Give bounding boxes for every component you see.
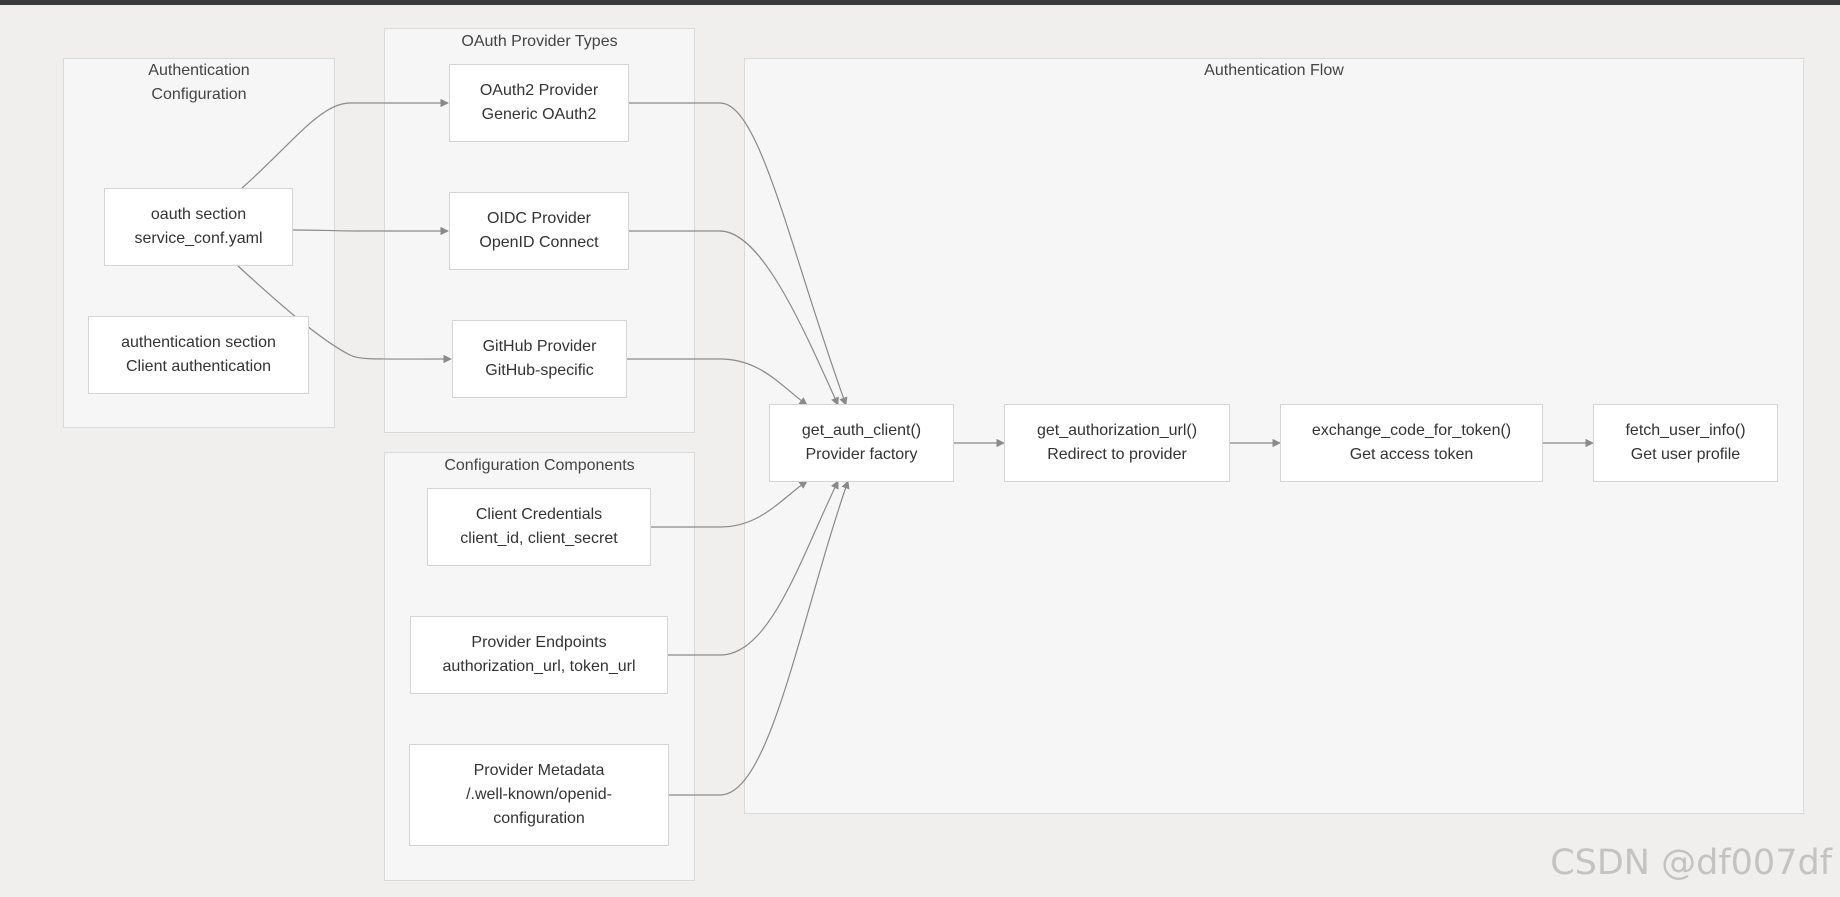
node-sublabel: Get access token	[1349, 446, 1474, 463]
node-sublabel: OpenID Connect	[479, 234, 599, 251]
node-label: fetch_user_info()	[1625, 422, 1746, 439]
node-provider-metadata: Provider Metadata /.well-known/openid- c…	[409, 744, 669, 846]
node-label: Provider Metadata	[473, 762, 605, 779]
node-oauth2-provider: OAuth2 Provider Generic OAuth2	[449, 64, 629, 142]
node-label: GitHub Provider	[482, 338, 597, 355]
node-client-credentials: Client Credentials client_id, client_sec…	[427, 488, 651, 566]
node-get-auth-client: get_auth_client() Provider factory	[769, 404, 954, 482]
node-label: OAuth2 Provider	[479, 82, 599, 99]
node-sublabel: /.well-known/openid-	[466, 786, 612, 803]
node-label: get_authorization_url()	[1036, 422, 1198, 439]
cluster-title: Authentication Flow	[1204, 62, 1344, 79]
node-sublabel: service_conf.yaml	[134, 230, 263, 247]
cluster-title: Authentication Configuration	[148, 62, 250, 103]
node-sublabel: Redirect to provider	[1047, 446, 1187, 463]
node-sublabel: Generic OAuth2	[481, 106, 597, 123]
node-sublabel: client_id, client_secret	[460, 530, 618, 547]
node-label: Provider Endpoints	[471, 634, 607, 651]
node-sublabel: Get user profile	[1630, 446, 1741, 463]
node-exchange-code-for-token: exchange_code_for_token() Get access tok…	[1280, 404, 1543, 482]
window-top-bar	[0, 0, 1840, 5]
node-sublabel: GitHub-specific	[485, 362, 594, 379]
cluster-title: OAuth Provider Types	[461, 33, 618, 50]
node-label: OIDC Provider	[486, 210, 592, 227]
node-authentication-section: authentication section Client authentica…	[88, 316, 309, 394]
node-get-authorization-url: get_authorization_url() Redirect to prov…	[1004, 404, 1230, 482]
node-sublabel: authorization_url, token_url	[442, 658, 636, 675]
watermark: CSDN @df007df	[1550, 843, 1832, 883]
cluster-title: Configuration Components	[444, 457, 635, 474]
node-sublabel: Provider factory	[805, 446, 918, 463]
node-sublabel: Client authentication	[126, 358, 271, 375]
node-label: exchange_code_for_token()	[1311, 422, 1512, 439]
node-fetch-user-info: fetch_user_info() Get user profile	[1593, 404, 1778, 482]
node-label: oauth section	[150, 206, 247, 223]
node-label: Client Credentials	[475, 506, 603, 523]
node-label: get_auth_client()	[801, 422, 922, 439]
node-oidc-provider: OIDC Provider OpenID Connect	[449, 192, 629, 270]
node-sublabel: configuration	[493, 810, 585, 827]
node-label: authentication section	[121, 334, 276, 351]
node-oauth-section: oauth section service_conf.yaml	[104, 188, 293, 266]
node-github-provider: GitHub Provider GitHub-specific	[452, 320, 627, 398]
node-provider-endpoints: Provider Endpoints authorization_url, to…	[410, 616, 668, 694]
